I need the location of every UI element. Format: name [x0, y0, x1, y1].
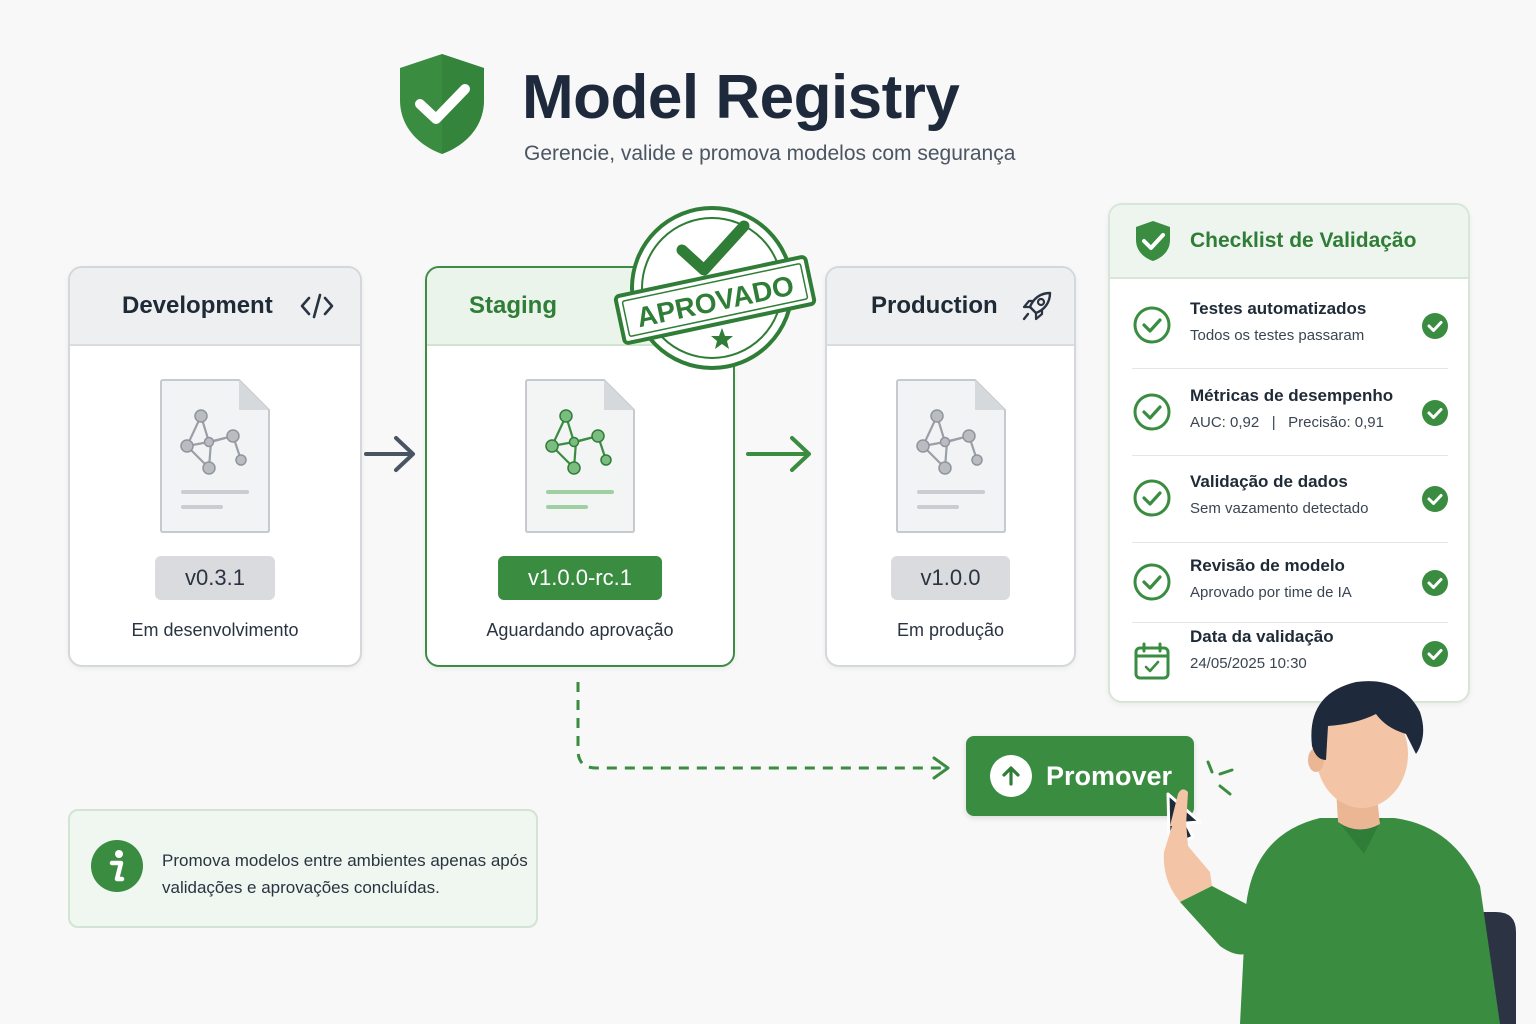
checklist-item-detail: Todos os testes passaram [1190, 327, 1365, 344]
check-filled-icon [1422, 570, 1448, 596]
version-badge: v0.3.1 [155, 556, 275, 600]
rocket-icon [1018, 287, 1056, 325]
page-title: Model Registry [522, 63, 960, 132]
check-circle-icon [1133, 393, 1171, 431]
click-spark-icon [1206, 760, 1234, 796]
info-text: Promova modelos entre ambientes apenas a… [162, 851, 528, 897]
arrow-right-icon [746, 436, 811, 472]
promote-label: Promover [1046, 760, 1173, 791]
stage-status: Em produção [896, 620, 1005, 640]
calendar-icon [1134, 642, 1170, 680]
model-file-icon [895, 379, 1006, 533]
stage-header: Development [70, 268, 360, 346]
stage-header: Production [827, 268, 1074, 346]
checklist-header: Checklist de Validação [1110, 205, 1468, 279]
checklist-item: Validação de dados Sem vazamento detecta… [1110, 458, 1468, 542]
checklist-item: Testes automatizados Todos os testes pas… [1110, 285, 1468, 369]
check-filled-icon [1422, 641, 1448, 667]
checklist-item: Métricas de desempenho AUC: 0,92 | Preci… [1110, 372, 1468, 456]
check-circle-icon [1133, 479, 1171, 517]
checklist-item-detail: AUC: 0,92 | Precisão: 0,91 [1190, 414, 1384, 431]
approved-stamp: APROVADO [613, 206, 817, 370]
info-icon [91, 840, 143, 892]
check-filled-icon [1422, 400, 1448, 426]
checklist-item-title: Testes automatizados [1190, 299, 1367, 318]
promote-button[interactable]: Promover [966, 736, 1194, 816]
validation-checklist: Checklist de Validação Testes automatiza… [1108, 203, 1470, 703]
checklist-item-title: Data da validação [1190, 627, 1334, 646]
info-note: Promova modelos entre ambientes apenas a… [68, 809, 538, 928]
checklist-item-detail: Aprovado por time de IA [1190, 584, 1352, 601]
version-badge: v1.0.0 [890, 556, 1011, 600]
shield-check-icon [1136, 221, 1170, 261]
page-subtitle: Gerencie, valide e promova modelos com s… [524, 142, 1016, 165]
version-badge: v1.0.0-rc.1 [498, 556, 662, 600]
shield-check-icon [400, 54, 484, 154]
stage-card-production[interactable]: Production v1.0.0 Em produção [825, 266, 1076, 667]
stage-name: Staging [469, 292, 557, 319]
check-filled-icon [1422, 313, 1448, 339]
arrow-right-icon [364, 436, 415, 472]
stage-name: Production [871, 292, 998, 319]
stage-status: Aguardando aprovação [486, 620, 674, 640]
user-illustration [1163, 681, 1516, 1024]
model-file-icon [160, 379, 270, 533]
arrow-up-circle-icon [990, 755, 1032, 797]
checklist-item: Data da validação 24/05/2025 10:30 [1110, 621, 1468, 701]
check-circle-icon [1133, 563, 1171, 601]
code-icon [298, 287, 336, 325]
checklist-item: Revisão de modelo Aprovado por time de I… [1110, 542, 1468, 626]
checklist-item-detail: 24/05/2025 10:30 [1190, 655, 1307, 672]
checklist-item-title: Métricas de desempenho [1190, 386, 1394, 405]
model-file-icon [525, 379, 635, 533]
stage-status: Em desenvolvimento [131, 620, 299, 640]
promote-connector [576, 682, 950, 780]
stage-name: Development [122, 292, 273, 319]
checklist-item-title: Validação de dados [1190, 472, 1348, 491]
stage-card-development[interactable]: Development v0.3.1 Em desenvolvimento [68, 266, 362, 667]
checklist-title: Checklist de Validação [1190, 229, 1417, 252]
check-filled-icon [1422, 486, 1448, 512]
checklist-item-detail: Sem vazamento detectado [1190, 500, 1369, 517]
checklist-item-title: Revisão de modelo [1190, 556, 1345, 575]
check-circle-icon [1133, 306, 1171, 344]
